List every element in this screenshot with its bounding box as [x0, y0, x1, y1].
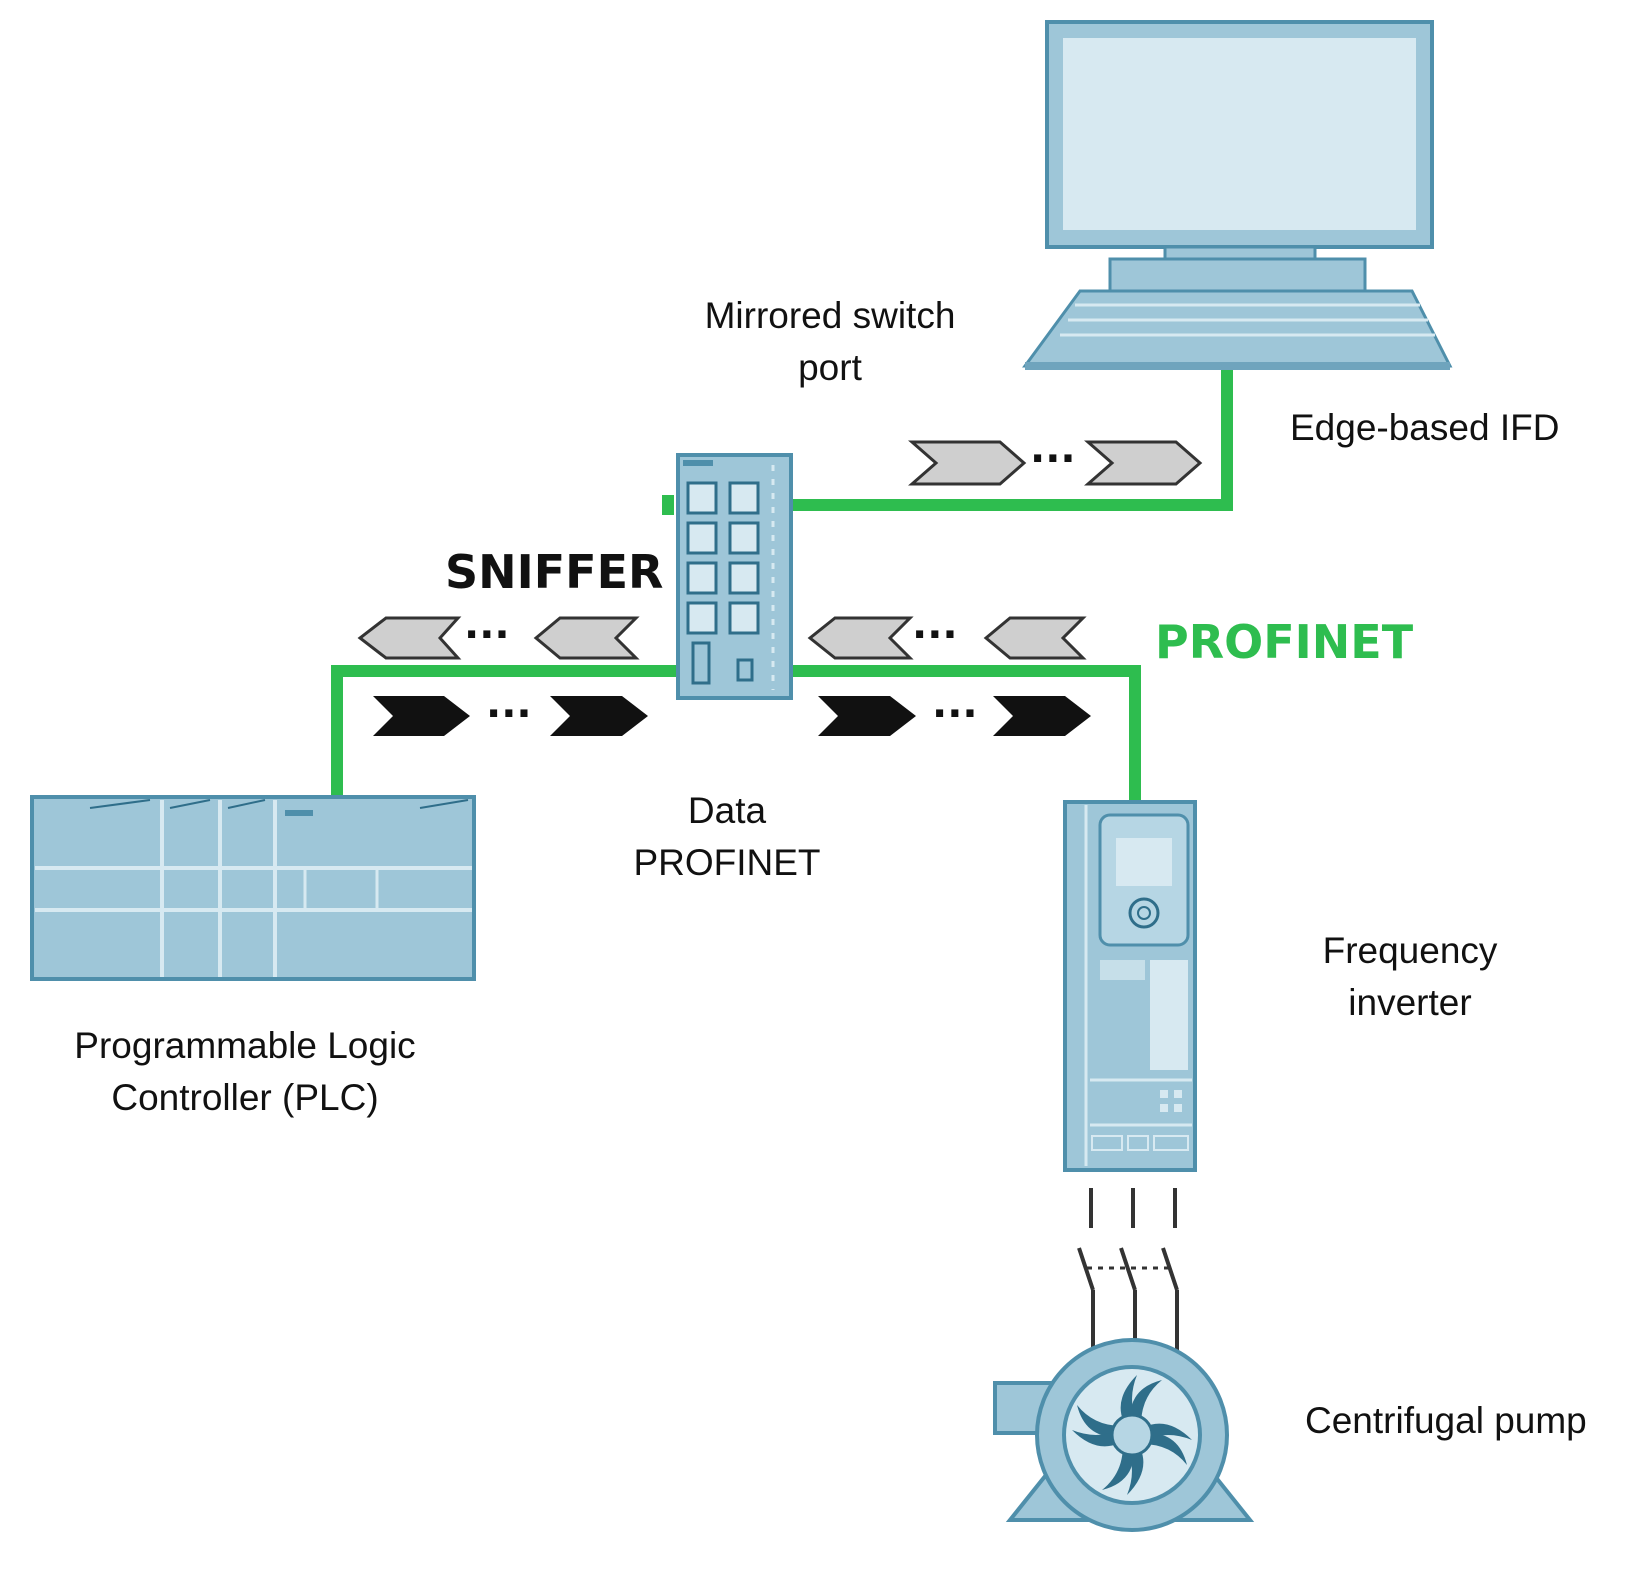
inverter-label: Frequency inverter [1300, 925, 1520, 1029]
data-profinet-line1: Data [687, 790, 767, 831]
data-profinet-line2: PROFINET [633, 842, 821, 883]
packet-grey [1084, 440, 1203, 486]
sniffer-label: SNIFFER [445, 545, 664, 599]
profinet-label: PROFINET [1155, 615, 1414, 669]
packet-black [550, 696, 648, 736]
packets-right-grey: ··· [807, 612, 1087, 660]
packet-dots: ··· [932, 691, 978, 737]
inverter-line1: Frequency [1322, 930, 1498, 971]
mirrored-port-label: Mirrored switch port [680, 290, 980, 394]
switch-stub [662, 495, 674, 515]
packet-black [373, 696, 470, 736]
data-profinet-label: Data PROFINET [612, 785, 842, 889]
plc-line2: Controller (PLC) [111, 1077, 379, 1118]
plc-line1: Programmable Logic [74, 1025, 416, 1066]
packet-grey [807, 616, 914, 660]
mirrored-port-line1: Mirrored switch [704, 295, 956, 336]
inverter-line2: inverter [1348, 982, 1472, 1023]
edge-ifd-label: Edge-based IFD [1290, 402, 1559, 454]
packet-dots: ··· [1030, 436, 1076, 482]
packet-dots: ··· [486, 691, 532, 737]
packets-to-ifd: ··· [908, 436, 1203, 486]
packet-dots: ··· [912, 612, 958, 658]
plc-label: Programmable Logic Controller (PLC) [40, 1020, 450, 1124]
inverter-icon [1063, 800, 1197, 1172]
packets-left-black: ··· [373, 691, 648, 737]
packet-grey [533, 616, 640, 660]
packet-grey [908, 440, 1027, 486]
packet-dots: ··· [464, 612, 510, 658]
switch-icon [676, 453, 793, 700]
pump-text: Centrifugal pump [1305, 1400, 1587, 1441]
plc-link [331, 665, 680, 795]
packets-left-grey: ··· [357, 612, 640, 660]
pump-icon [993, 1338, 1255, 1532]
packet-grey [983, 616, 1087, 660]
inverter-link [787, 665, 1141, 800]
packet-black [818, 696, 916, 736]
pump-label: Centrifugal pump [1305, 1395, 1587, 1447]
keyboard-icon [1022, 289, 1453, 370]
plc-icon [30, 795, 476, 981]
mirrored-port-line2: port [798, 347, 862, 388]
contactor-icon [1077, 1188, 1179, 1360]
computer-icon [1022, 20, 1453, 370]
profinet-cabling [331, 370, 1233, 800]
packet-grey [357, 616, 462, 660]
packet-black [993, 696, 1091, 736]
ifd-link [787, 370, 1233, 511]
edge-ifd-text: Edge-based IFD [1290, 407, 1560, 448]
monitor-icon [1045, 20, 1434, 293]
packets-right-black: ··· [818, 691, 1091, 737]
